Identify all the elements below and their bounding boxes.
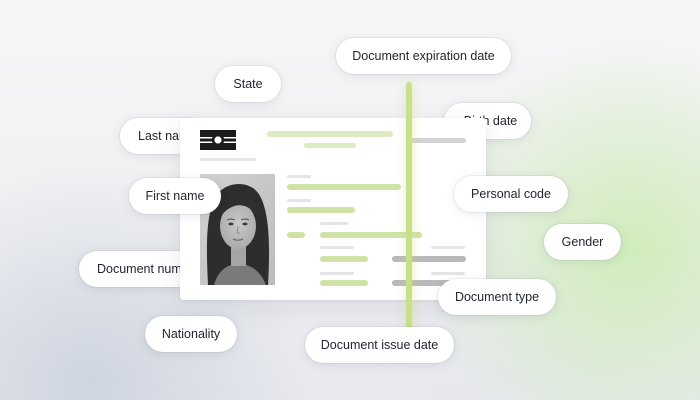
field-caption-7: [431, 272, 465, 275]
field-caption-2: [287, 199, 311, 202]
field-value-bar-6: [320, 280, 368, 286]
field-caption-1: [287, 175, 311, 178]
scan-highlight-line: [406, 82, 412, 338]
personal-code-value-bar: [320, 232, 422, 238]
field-value-bar-5: [392, 256, 466, 262]
label-document-issue-date: Document issue date: [305, 327, 454, 363]
field-value-bar-7: [392, 280, 466, 286]
field-caption-5: [431, 246, 465, 249]
card-subtitle-bar: [304, 143, 356, 148]
label-document-number: Document number: [79, 251, 197, 287]
emblem-icon: [200, 130, 236, 150]
field-value-bar-4: [320, 256, 368, 262]
field-caption-3: [320, 222, 348, 225]
field-value-bar-2: [287, 207, 355, 213]
id-card: [180, 118, 486, 300]
card-title-bar: [267, 131, 393, 137]
label-document-expiration-date: Document expiration date: [336, 38, 511, 74]
label-personal-code: Personal code: [454, 176, 568, 212]
first-name-value-bar: [287, 184, 401, 190]
field-caption-6: [320, 272, 354, 275]
label-gender: Gender: [544, 224, 621, 260]
label-document-type: Document type: [438, 279, 556, 315]
label-nationality: Nationality: [145, 316, 237, 352]
label-state: State: [215, 66, 281, 102]
card-birth-date-bar: [408, 138, 466, 143]
field-caption-4: [320, 246, 354, 249]
label-first-name: First name: [129, 178, 221, 214]
card-header-line: [200, 158, 256, 161]
document-number-value-bar: [287, 232, 305, 238]
